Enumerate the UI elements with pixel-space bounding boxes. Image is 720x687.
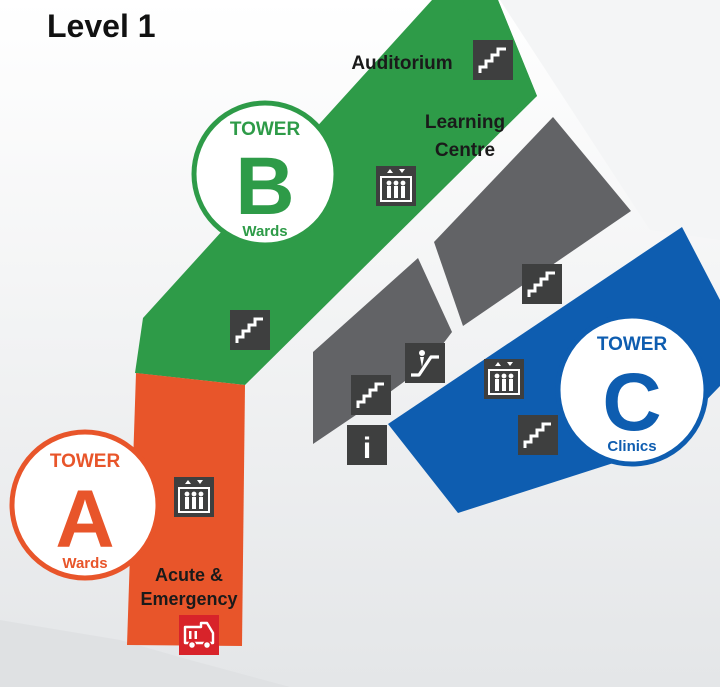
level-title: Level 1 <box>47 8 156 44</box>
tower-c-badge[interactable]: TOWER C Clinics <box>555 313 709 467</box>
tower-c-letter: C <box>602 357 661 448</box>
tower-a-letter: A <box>55 474 114 565</box>
acute-emergency-label-line1[interactable]: Acute & <box>155 565 223 585</box>
info-icon[interactable]: i <box>347 425 387 465</box>
acute-emergency-label-line2[interactable]: Emergency <box>140 589 237 609</box>
tower-a-badge[interactable]: TOWER A Wards <box>9 429 161 581</box>
tower-c-subtitle: Clinics <box>607 438 656 455</box>
lift-icon[interactable] <box>173 476 215 518</box>
tower-a-subtitle: Wards <box>62 555 107 572</box>
tower-b-letter: B <box>235 141 294 232</box>
stairs-icon[interactable] <box>520 262 564 306</box>
info-glyph: i <box>363 432 371 465</box>
lift-icon[interactable] <box>375 165 417 207</box>
building-grey-upper[interactable] <box>434 117 631 326</box>
background-area <box>500 0 720 240</box>
ground-area <box>0 620 290 687</box>
tower-a-label: TOWER <box>50 451 121 472</box>
learning-centre-label-line2[interactable]: Centre <box>435 140 495 161</box>
tower-c-label: TOWER <box>597 334 668 355</box>
stairs-icon[interactable] <box>471 38 515 82</box>
stairs-icon[interactable] <box>349 373 393 417</box>
building-grey-lower[interactable] <box>313 258 452 444</box>
tower-b-label: TOWER <box>230 119 301 140</box>
ambulance-icon[interactable] <box>179 615 219 655</box>
tower-b-subtitle: Wards <box>242 223 287 240</box>
stairs-icon[interactable] <box>228 308 272 352</box>
learning-centre-label-line1[interactable]: Learning <box>425 112 505 133</box>
escalator-icon[interactable] <box>403 341 447 385</box>
auditorium-label[interactable]: Auditorium <box>351 53 452 74</box>
tower-b-badge[interactable]: TOWER B Wards <box>191 100 339 248</box>
stairs-icon[interactable] <box>516 413 560 457</box>
lift-icon[interactable] <box>483 358 525 400</box>
